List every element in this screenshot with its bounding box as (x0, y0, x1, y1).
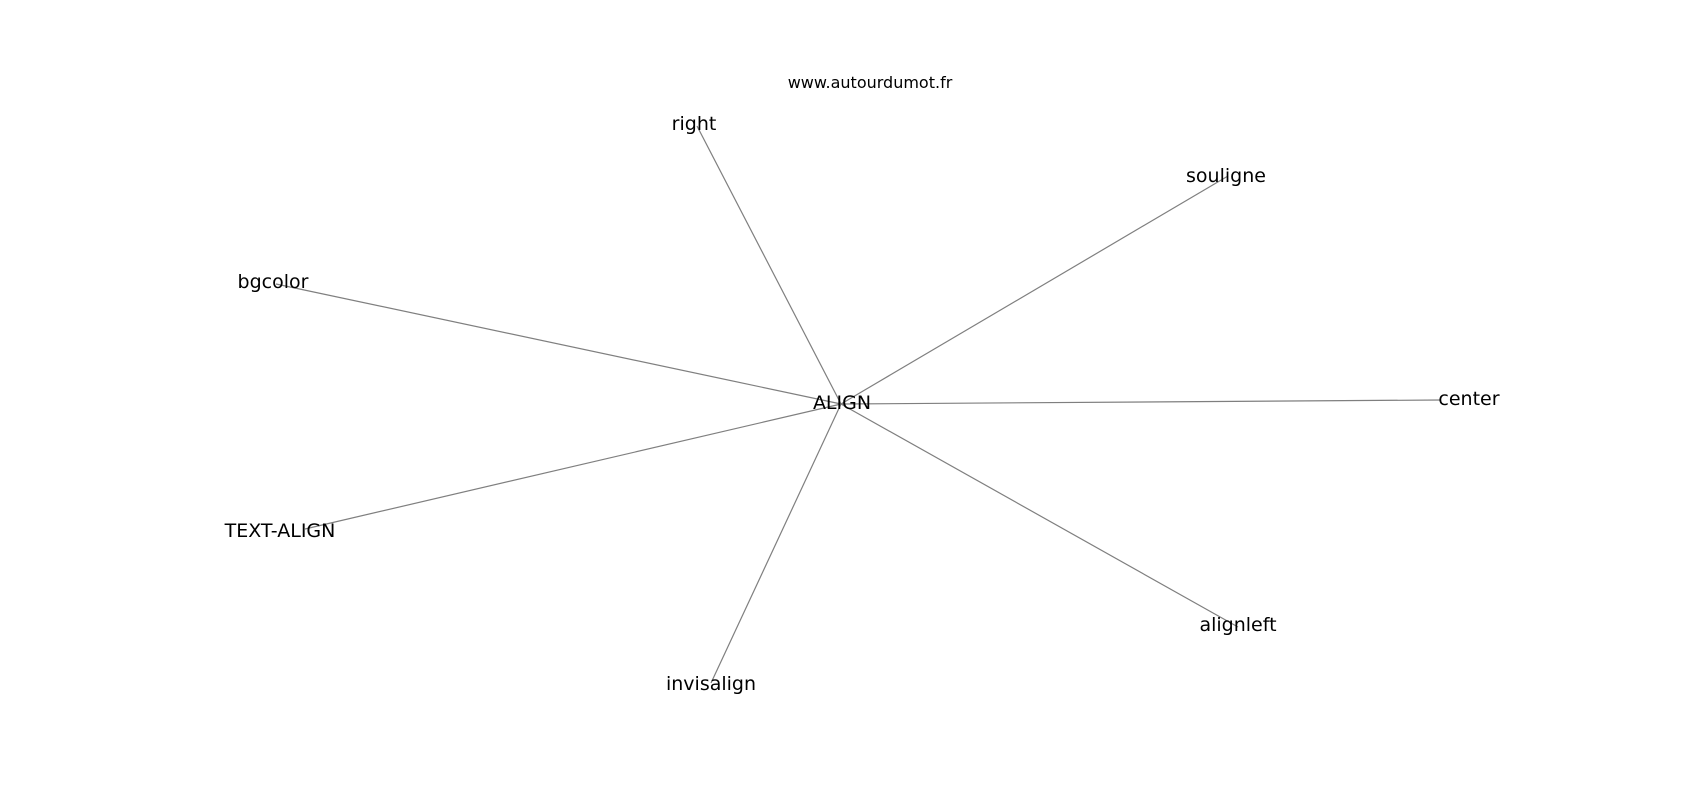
node-label-right: right (672, 113, 717, 135)
label-layer: www.autourdumot.fr right souligne bgcolo… (224, 73, 1500, 695)
node-label-alignleft: alignleft (1199, 614, 1276, 636)
node-label-text-align: TEXT-ALIGN (224, 520, 336, 542)
source-watermark: www.autourdumot.fr (788, 73, 953, 92)
edge-align-alignleft (840, 403, 1239, 628)
edge-layer (275, 125, 1442, 684)
node-label-invisalign: invisalign (666, 673, 756, 695)
edge-align-right (696, 125, 842, 405)
node-label-bgcolor: bgcolor (238, 271, 309, 293)
node-label-align-center: ALIGN (813, 392, 871, 414)
node-label-souligne: souligne (1186, 165, 1266, 187)
edge-align-bgcolor (275, 283, 842, 405)
edge-align-invisalign (710, 403, 842, 684)
node-label-center: center (1438, 388, 1499, 410)
edge-align-souligne (840, 175, 1229, 405)
edge-align-center (840, 399, 1442, 405)
edge-align-text-align (304, 403, 842, 530)
